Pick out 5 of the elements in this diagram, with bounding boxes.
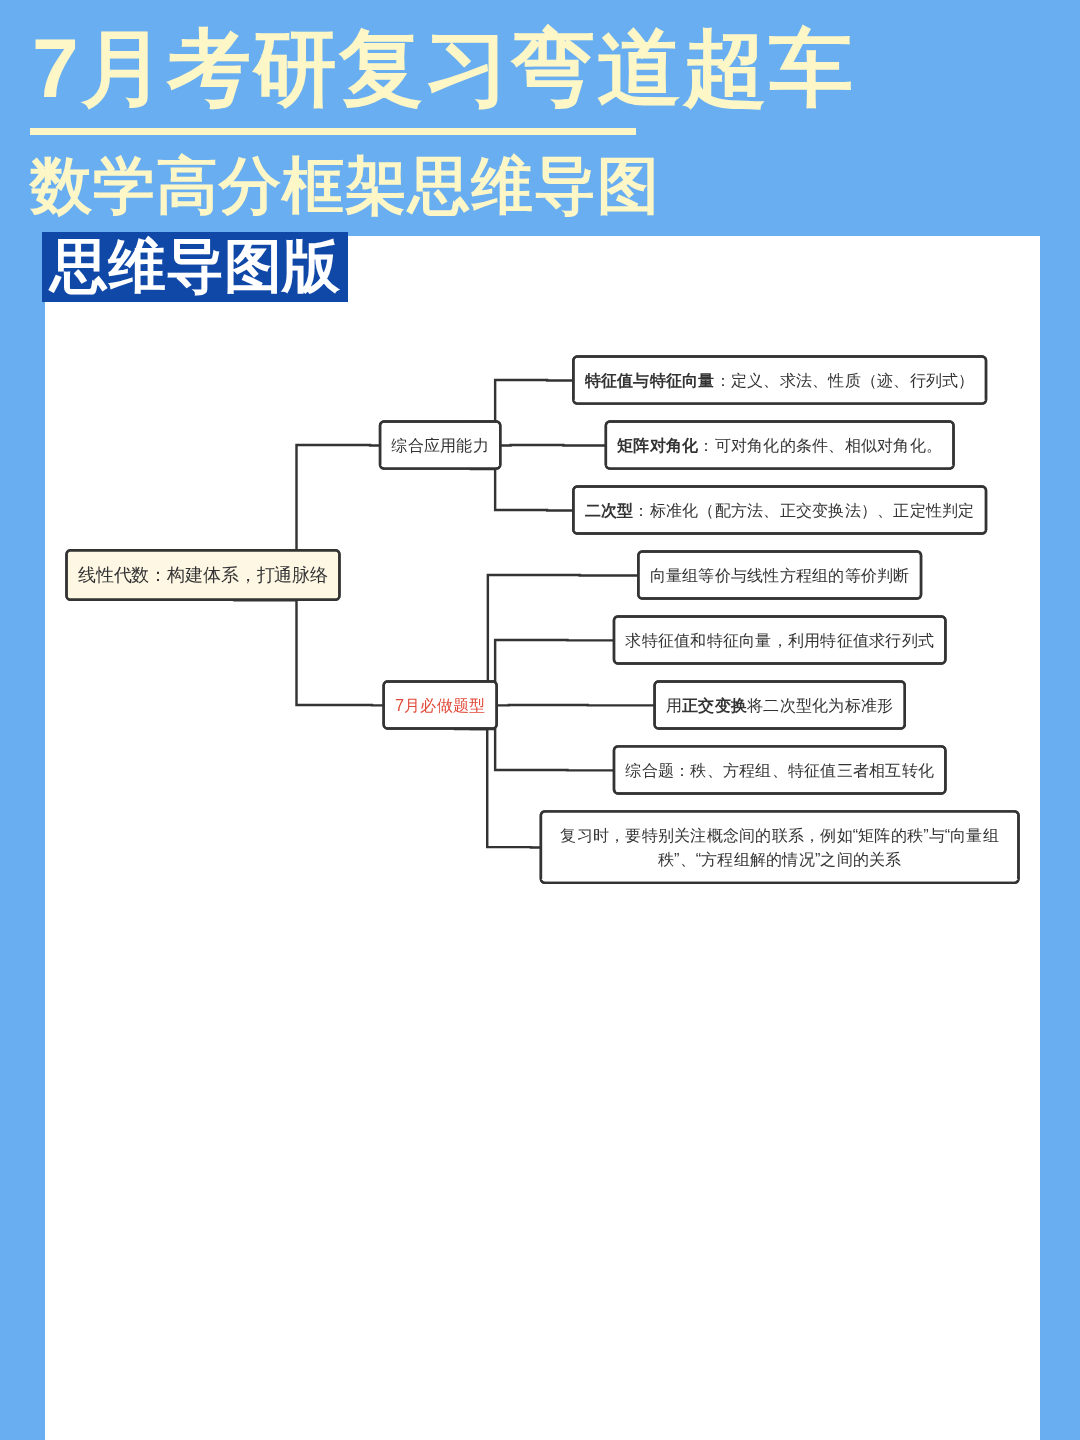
mind-map: 线性代数：构建体系，打通脉络 综合应用能力 特征值与特征向量：定义、求法、性质（迹、行列式） 矩阵对角化：可对角化的条件、相似对角化。 二次型：标准化（配方法、正交变换法）、正定性判定 7月必做题型 向量组等价与线性方程组的等价判断 求特征值和特征向量，利用特征值求行列式 用正交变换将二次型化为标准形 综合题：秩、方程组、特征值三者相互转化 复习时，要特别关注概念间的联系，例如“矩阵的秩”与“向量组秩”、“方程组解的情况”之间的关系: [60, 350, 1025, 890]
version-label: 思维导图版: [42, 232, 348, 302]
subtitle: 数学高分框架思维导图: [30, 150, 660, 222]
title: 7月考研复习弯道超车: [32, 22, 855, 115]
connector: [497, 703, 655, 707]
